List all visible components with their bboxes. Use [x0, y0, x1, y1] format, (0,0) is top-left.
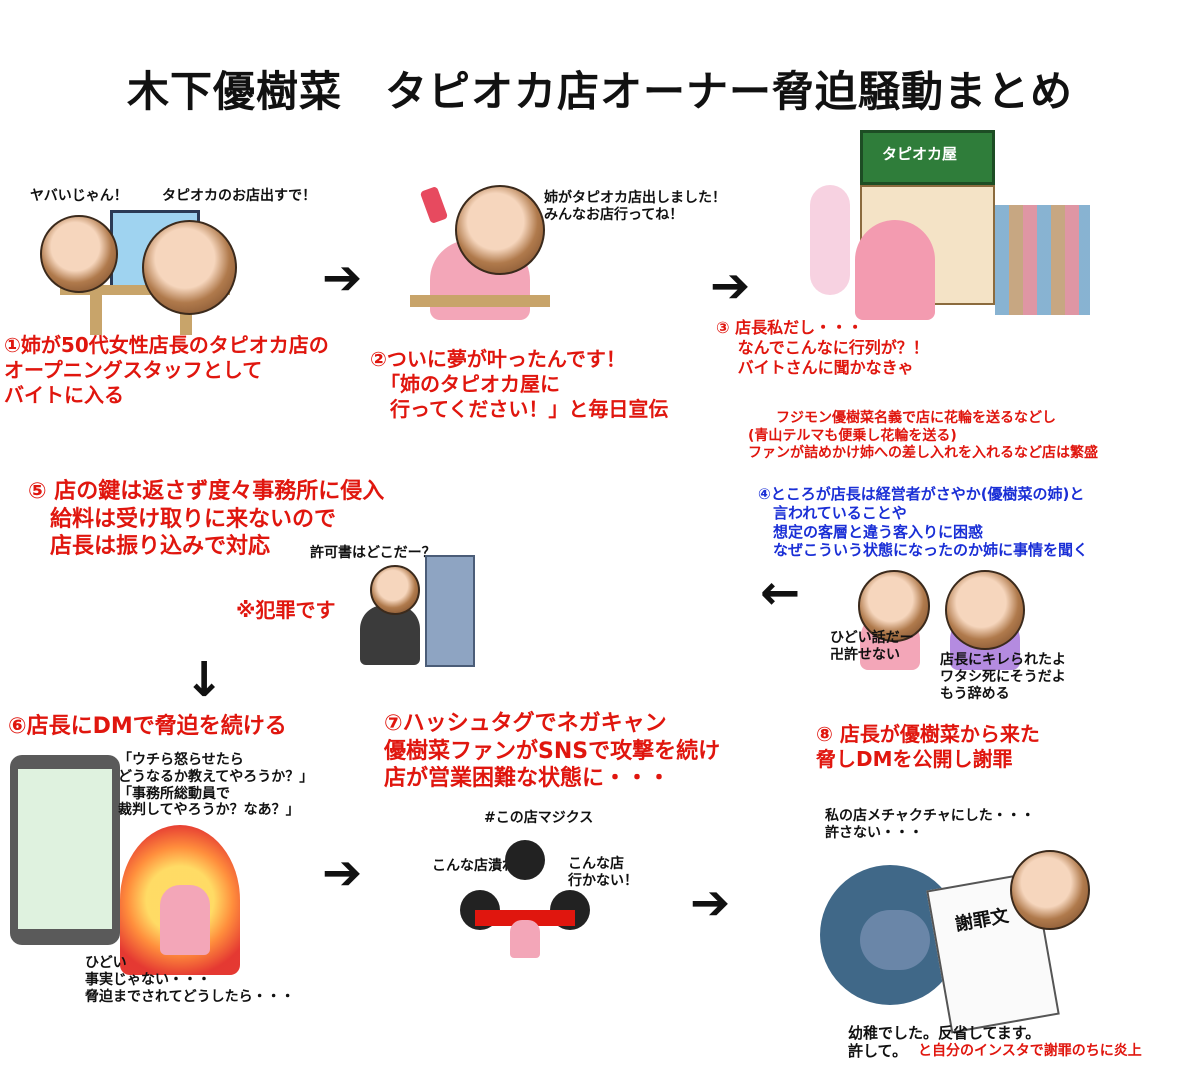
shop-building	[860, 130, 995, 185]
step-4-bubble-a: ひどい話だー 卍許せない	[830, 630, 914, 663]
step-2-caption: ②ついに夢が叶ったんです！ 「姉のタピオカ屋に 行ってください！」と毎日宣伝	[370, 347, 669, 421]
door	[425, 555, 475, 667]
sister-selfie-face	[455, 185, 545, 275]
step-6-caption: ⑥店長にDMで脅迫を続ける	[8, 714, 287, 739]
step-3-note: フジモン優樹菜名義で店に花輪を送るなどし (青山テルマも便乗し花輪を送る) ファ…	[748, 410, 1098, 461]
step-8-illustration	[820, 850, 1090, 1034]
sister-face	[40, 215, 118, 293]
step-7-illustration	[450, 830, 600, 960]
step-8-tail: と自分のインスタで謝罪のちに炎上	[918, 1043, 1142, 1059]
sister-face-2	[858, 570, 930, 642]
step-1-bubble-b: タピオカのお店出すで！	[162, 188, 317, 204]
dm-text: 「ウチら怒らせたら どうなるか教えてやろうか？」 「事務所総動員で 裁判してやろ…	[118, 752, 314, 819]
step-6-illustration	[10, 755, 260, 985]
yukina-face-2	[945, 570, 1025, 650]
step-4-caption: ④ところが店長は経営者がさやか(優樹菜の姉)と 言われていることや 想定の客層と…	[758, 485, 1089, 560]
victim-text: ひどい 事実じゃない・・・ 脅迫までされてどうしたら・・・	[85, 955, 295, 1005]
step-7-caption: ⑦ハッシュタグでネガキャン 優樹菜ファンがSNSで攻撃を続け 店が営業困難な状態…	[384, 711, 721, 791]
step-7-bubble-b: こんな店 行かない！	[568, 856, 638, 889]
arrow-4-to-5: ←	[760, 565, 801, 621]
step-5-bubble: 許可書はどこだー？	[310, 545, 436, 561]
arrow-7-to-8: ➔	[690, 875, 731, 931]
crime-label: ※犯罪です	[236, 598, 336, 622]
step-8-caption: ⑧ 店長が優樹菜から来た 脅しDMを公開し謝罪	[816, 722, 1040, 771]
arrow-2-to-3: ➔	[710, 258, 751, 314]
step-4-bubble-b: 店長にキレられたよ ワタシ死にそうだよ もう辞める	[940, 652, 1066, 702]
hashtag: #この店マジクス	[484, 810, 594, 826]
step-5-caption: ⑤ 店の鍵は返さず度々事務所に侵入 給料は受け取りに来ないので 店長は振り込みで…	[28, 479, 385, 559]
apology-text: 幼稚でした。反省してます。 許して。	[848, 1024, 1041, 1060]
step-5-illustration	[350, 555, 480, 670]
step-4-illustration	[840, 570, 1040, 690]
step-1-caption: ①姉が50代女性店長のタピオカ店の オープニングスタッフとして バイトに入る	[4, 333, 329, 407]
step-1-illustration	[20, 190, 260, 335]
step-3-caption: ③ 店長私だし・・・ なんでこんなに行列が？！ バイトさんに聞かなきゃ	[716, 318, 929, 377]
yukina-face-3	[370, 565, 420, 615]
yukina-face	[142, 220, 237, 315]
owner-text: 私の店メチャクチャにした・・・ 許さない・・・	[825, 808, 1035, 841]
page-title: 木下優樹菜 タピオカ店オーナー脅迫騒動まとめ	[126, 67, 1073, 116]
arrow-5-to-6: ↓	[184, 652, 225, 708]
step-2-illustration	[400, 180, 560, 340]
step-1-bubble-a: ヤバいじゃん！	[30, 188, 128, 204]
arrow-1-to-2: ➔	[322, 250, 363, 306]
yukina-face-4	[1010, 850, 1090, 930]
step-3-illustration: タピオカ屋	[800, 125, 1100, 325]
shop-sign: タピオカ屋	[882, 145, 958, 163]
step-2-bubble: 姉がタピオカ店出しました！ みんなお店行ってね！	[544, 190, 726, 223]
arrow-6-to-7: ➔	[322, 845, 363, 901]
